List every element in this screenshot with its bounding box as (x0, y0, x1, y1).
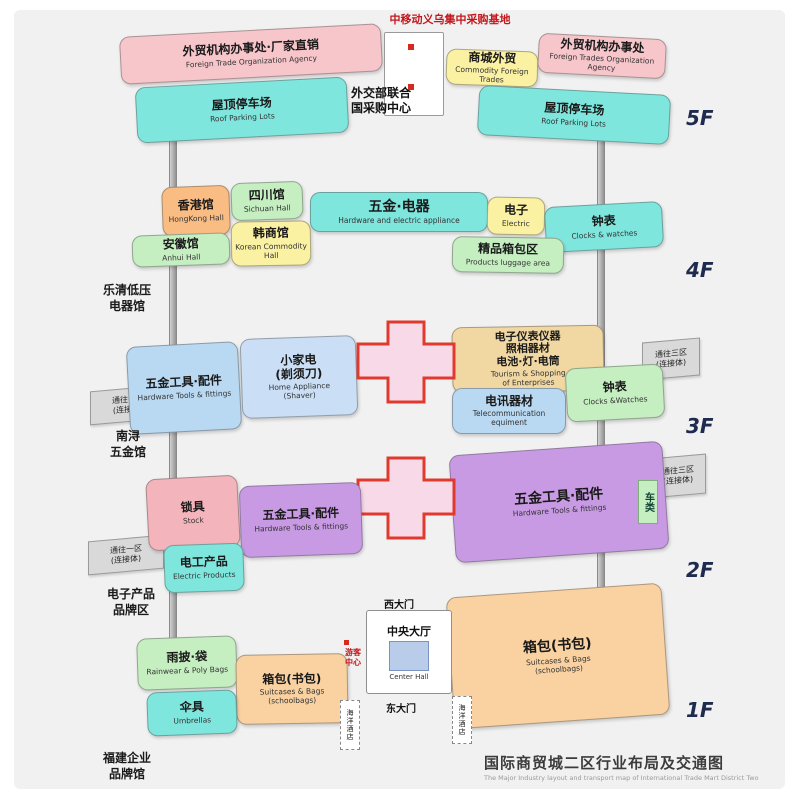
zone-label-en: Anhui Hall (161, 252, 201, 263)
map-title-en: The Major Industry layout and transport … (484, 774, 759, 782)
tourist-center-marker-dot (344, 640, 349, 645)
zone-label-zh: 香港馆 (177, 197, 215, 213)
zone-label-en: HongKong Hall (168, 212, 224, 224)
zone-label-zh: 四川馆 (248, 187, 286, 203)
zone-label-zh: 电子仪表仪器 照相器材 电池·灯·电筒 (494, 328, 561, 369)
side-label-fujian-brand-hall: 福建企业 品牌馆 (102, 751, 151, 782)
side-label-yueqing-low-voltage-hall: 乐清低压 电器馆 (102, 283, 151, 314)
atrium-cross-2f (356, 456, 456, 540)
zone-electric-products: 电工产品 Electric Products (163, 542, 245, 594)
zone-label-zh: 钟表 (602, 379, 628, 395)
zone-label-zh: 锁具 (180, 499, 206, 515)
zone-label-en: Foreign Trades Organization Agency (549, 51, 655, 74)
zone-label-zh: 电子 (503, 202, 529, 218)
ocean-hotel-tab-left: 海洋酒店 (340, 700, 360, 750)
floor-tag-4f: 4F (686, 258, 714, 282)
zone-products-luggage-area: 精品箱包区 Products luggage area (451, 236, 565, 274)
center-hall-label-en: Center Hall (389, 673, 429, 681)
zone-telecommunication-equipment: 电讯器材 Telecommunication equiment (452, 388, 566, 434)
zone-label-en: Suitcases & Bags (schoolbags) (525, 653, 591, 676)
zone-label-zh: 商城外贸 (468, 49, 517, 66)
floor-tag-3f: 3F (686, 414, 714, 438)
center-hall-atrium-square (389, 641, 429, 671)
zone-label-en: Suitcases & Bags (schoolbags) (259, 686, 325, 706)
zone-suitcases-bags-left: 箱包(书包) Suitcases & Bags (schoolbags) (235, 653, 349, 725)
zone-commodity-foreign-trade: 商城外贸 Commodity Foreign Trades (445, 48, 539, 88)
zone-label-zh: 电工产品 (179, 554, 229, 570)
zone-raincoats-poly-bags: 雨披·袋 Rainwear & Poly Bags (136, 635, 238, 691)
zone-label-zh: 小家电 (剃须刀) (275, 352, 323, 382)
ocean-hotel-tab-right: 海洋酒店 (452, 696, 472, 744)
zone-label-zh: 五金·电器 (368, 198, 430, 215)
zone-korean-commodity-hall: 韩商馆 Korean Commodity Hall (230, 220, 312, 267)
zone-label-zh: 韩商馆 (252, 225, 289, 241)
floor-tag-1f: 1F (686, 698, 714, 722)
zone-hardware-tools-fittings-2f-right: 五金工具·配件 Hardware Tools & fittings (448, 440, 670, 564)
zone-suitcases-bags-right: 箱包(书包) Suitcases & Bags (schoolbags) (445, 582, 671, 730)
zone-label-en: Sichuan Hall (243, 203, 291, 214)
zone-label-en: Hardware Tools & fittings (254, 521, 349, 534)
zone-label-en: Umbrellas (173, 715, 212, 726)
atrium-cross-3f (356, 320, 456, 404)
zone-label-en: Electric (501, 218, 530, 229)
zone-label-en: Home Appliance (Shaver) (268, 381, 331, 401)
zone-locks: 锁具 Stock (145, 474, 241, 552)
zone-label-zh: 箱包(书包) (262, 671, 322, 687)
zone-label-en: Korean Commodity Hall (235, 241, 307, 261)
zone-label-zh: 伞具 (179, 699, 205, 715)
center-hall-label-zh: 中央大厅 (387, 625, 431, 638)
zone-label-en: Electric Products (172, 569, 236, 581)
zone-hardware-electric-appliance: 五金·电器 Hardware and electric appliance (310, 192, 488, 232)
zone-label-zh: 精品箱包区 (477, 241, 539, 257)
red-marker-dot (408, 44, 414, 50)
zone-label-en: Roof Parking Lots (209, 111, 275, 124)
note-un-procurement-center: 外交部联合国采购中心 (350, 86, 411, 115)
west-gate-label: 西大门 (384, 600, 414, 611)
zone-sichuan-hall: 四川馆 Sichuan Hall (230, 180, 304, 222)
zone-label-zh: 雨披·袋 (166, 649, 208, 665)
zone-label-en: Hardware and electric appliance (338, 216, 460, 226)
zone-umbrellas: 伞具 Umbrellas (146, 689, 238, 737)
east-gate-label: 东大门 (386, 704, 416, 715)
red-marker-dot (408, 84, 414, 90)
zone-hongkong-hall: 香港馆 HongKong Hall (161, 184, 231, 238)
zone-label-en: Clocks & watches (571, 228, 638, 241)
zone-roof-parking-left: 屋顶停车场 Roof Parking Lots (134, 76, 350, 144)
zone-label-zh: 五金工具·配件 (262, 505, 340, 523)
note-tourist-center: 游客中心 (345, 648, 361, 667)
floor-tag-2f: 2F (686, 558, 714, 582)
zone-label-en: Products luggage area (465, 257, 551, 268)
zone-electric: 电子 Electric (486, 196, 546, 236)
zone-foreign-trade-office-right: 外贸机构办事处 Foreign Trades Organization Agen… (537, 32, 667, 80)
zone-roof-parking-right: 屋顶停车场 Roof Parking Lots (476, 85, 672, 145)
zone-anhui-hall: 安徽馆 Anhui Hall (131, 232, 231, 268)
zone-hardware-tools-fittings-2f-left: 五金工具·配件 Hardware Tools & fittings (238, 481, 364, 559)
zone-label-en: Commodity Foreign Trades (455, 65, 529, 85)
zone-hardware-tools-fittings-3f: 五金工具·配件 Hardware Tools & fittings (125, 341, 243, 435)
map-title-zh: 国际商贸城二区行业布局及交通图 (484, 754, 725, 772)
floor-tag-5f: 5F (686, 106, 714, 130)
note-china-mobile-procurement-base: 中移动义乌集中采购基地 (389, 13, 511, 26)
zone-home-appliance-shaver: 小家电 (剃须刀) Home Appliance (Shaver) (239, 335, 359, 419)
elevator-core-5f (384, 32, 444, 116)
zone-clocks-watches-3f: 钟表 Clocks &Watches (564, 363, 666, 423)
zone-label-zh: 电讯器材 (484, 393, 533, 408)
center-hall: 中央大厅 Center Hall (366, 610, 452, 694)
zone-label-zh: 钟表 (591, 213, 617, 229)
side-label-electronics-brand-zone: 电子产品 品牌区 (106, 587, 155, 618)
side-label-nanxun-hardware-hall: 南浔 五金馆 (109, 429, 146, 460)
zone-vehicles: 车类 (638, 480, 658, 524)
zone-label-en: Stock (182, 515, 204, 526)
zone-label-zh: 安徽馆 (162, 236, 200, 252)
zone-label-en: Tourism & Shopping of Enterprises (490, 368, 566, 388)
zone-label-en: Clocks &Watches (582, 394, 648, 407)
zone-label-en: Telecommunication equiment (472, 409, 546, 428)
zone-label-en: Rainwear & Poly Bags (146, 664, 229, 677)
